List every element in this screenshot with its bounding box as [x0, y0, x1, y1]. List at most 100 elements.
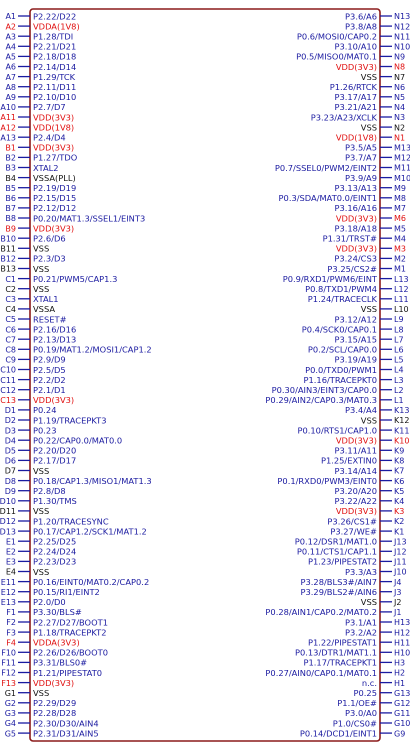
ic-body: [29, 8, 381, 742]
pin-number: A5: [5, 53, 16, 62]
pin-label: P2.19/D19: [33, 183, 76, 193]
pin-label: P1.17/TRACEPKT1: [304, 658, 377, 668]
pin-number: J4: [393, 578, 401, 587]
pin-number: A2: [5, 22, 16, 31]
pin-number: D1: [5, 406, 16, 415]
pin-label: VDD(3V3): [336, 62, 377, 72]
pin-label: VSSA(PLL): [33, 173, 76, 183]
pin-label: P2.5/D5: [33, 365, 66, 375]
pin-label: P0.23: [33, 425, 56, 435]
pin-number: H11: [394, 638, 410, 647]
pin-number: L3: [394, 376, 404, 385]
pin-label: P2.12/D12: [33, 203, 76, 213]
pin-label: P3.7/A7: [345, 153, 377, 163]
pin-label: P3.12/A12: [334, 314, 377, 324]
pin-label: XTAL2: [33, 163, 59, 173]
pin-number: M13: [394, 144, 410, 153]
pin-number: K5: [394, 487, 404, 496]
pin-label: VDD(3V3): [33, 223, 74, 233]
pin-number: A6: [5, 63, 16, 72]
pin-label: P1.22/PIPESTAT1: [308, 638, 377, 648]
pin-label: P1.1/OE#: [337, 698, 377, 708]
pin-number: L11: [394, 295, 409, 304]
pin-number: F1: [6, 608, 16, 617]
pin-label: P2.24/D24: [33, 547, 76, 557]
pin-label: VDD(3V3): [336, 436, 377, 446]
pin-number: N10: [394, 43, 410, 52]
pin-number: C5: [5, 315, 16, 324]
pin-label: P2.6/D6: [33, 234, 66, 244]
pin-number: L9: [394, 315, 404, 324]
pin-label: P2.10/D10: [33, 92, 76, 102]
pin-label: VDDA(3V3): [33, 638, 80, 648]
pin-number: B8: [5, 214, 16, 223]
pin-label: VSS: [33, 506, 49, 516]
pin-number: K2: [394, 517, 404, 526]
pin-label: P3.19/A19: [334, 355, 377, 365]
pin-number: N5: [394, 93, 405, 102]
pin-label: P2.11/D11: [33, 82, 76, 92]
pin-label: P2.31/D31/AIN5: [33, 728, 99, 738]
pin-number: B12: [0, 255, 16, 264]
pin-label: P1.30/TMS: [33, 496, 77, 506]
pin-label: n.c.: [362, 678, 377, 688]
pin-number: M11: [394, 164, 410, 173]
pin-label: XTAL1: [33, 294, 59, 304]
pin-number: A10: [0, 103, 16, 112]
pin-number: G12: [394, 699, 410, 708]
pin-number: A13: [0, 133, 16, 142]
pin-label: P0.9/RXD1/PWM6/EINT: [283, 274, 378, 284]
pin-label: VDD(1V8): [33, 122, 74, 132]
pin-label: P1.28/TDI: [33, 32, 73, 42]
pin-label: P0.13/DTR1/MAT1.1: [295, 648, 377, 658]
pin-number: J10: [393, 568, 407, 577]
pin-number: L7: [394, 335, 404, 344]
pin-number: N8: [394, 63, 405, 72]
pin-label: P1.24/TRACECLK: [308, 294, 378, 304]
pin-label: P0.3/SDA/MAT0.0/EINT1: [279, 193, 377, 203]
pin-number: N6: [394, 83, 405, 92]
pin-number: B2: [5, 154, 16, 163]
pin-number: M3: [394, 245, 406, 254]
pin-number: A1: [5, 12, 16, 21]
pin-number: C11: [0, 376, 16, 385]
pin-label: P1.26/RTCK: [330, 82, 378, 92]
pin-number: G10: [394, 719, 410, 728]
pin-number: K9: [394, 447, 404, 456]
pin-number: L8: [394, 325, 404, 334]
pin-number: G5: [5, 729, 16, 738]
pin-number: L4: [394, 366, 404, 375]
pin-number: L2: [394, 386, 404, 395]
pin-number: C12: [0, 386, 16, 395]
pin-label: VDD(3V3): [33, 678, 74, 688]
pin-number: B5: [5, 184, 16, 193]
pin-number: A11: [0, 113, 16, 122]
pin-number: J13: [393, 537, 407, 546]
pin-label: P3.6/A6: [345, 11, 377, 21]
pin-number: L6: [394, 346, 404, 355]
pin-label: P3.20/A20: [334, 486, 377, 496]
pin-label: P3.21/A21: [334, 102, 377, 112]
pin-number: L5: [394, 356, 404, 365]
pin-number: D10: [0, 497, 16, 506]
pin-number: M12: [394, 154, 410, 163]
pin-number: E12: [1, 588, 16, 597]
pin-number: L1: [394, 396, 404, 405]
pin-number: C2: [5, 285, 16, 294]
pin-number: M1: [394, 265, 406, 274]
pin-number: C8: [5, 346, 16, 355]
pin-number: E2: [6, 548, 16, 557]
pin-number: G3: [5, 709, 16, 718]
pin-label: P0.24: [33, 405, 56, 415]
pin-number: N11: [394, 32, 410, 41]
pin-label: P0.18/CAP1.3/MISO1/MAT1.3: [33, 476, 152, 486]
pin-label: P2.18/D18: [33, 52, 76, 62]
pin-label: P2.4/D4: [33, 133, 66, 143]
pin-number: G9: [394, 729, 405, 738]
pin-label: P2.21/D21: [33, 42, 76, 52]
pin-number: K4: [394, 497, 404, 506]
pin-number: K12: [394, 416, 409, 425]
pin-label: P3.31/BLS0#: [33, 658, 87, 668]
